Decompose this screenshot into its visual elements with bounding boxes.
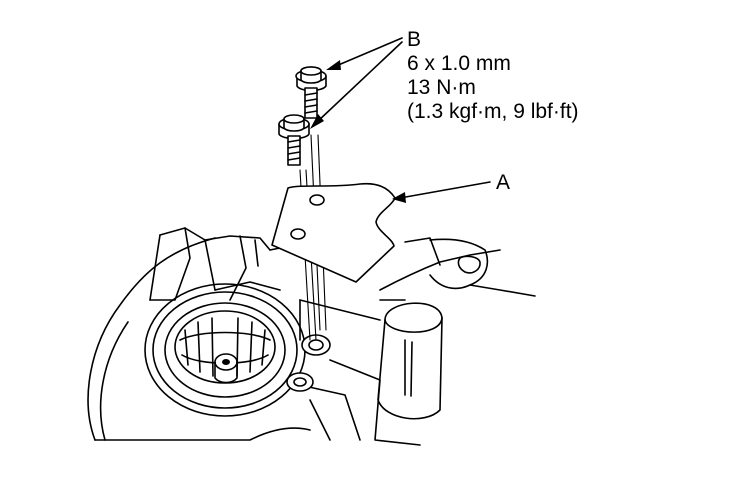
- callout-a-letter: A: [496, 171, 511, 194]
- torque-alt-spec: (1.3 kgf·m, 9 lbf·ft): [407, 100, 579, 123]
- callout-b-letter: B: [407, 28, 422, 51]
- bolt-size-spec: 6 x 1.0 mm: [407, 52, 511, 75]
- transmission-housing-icon: [87, 227, 536, 446]
- flange-bolt-icon: [278, 66, 327, 166]
- bracket-plate-icon: [271, 182, 396, 283]
- torque-spec: 13 N·m: [407, 76, 476, 99]
- leader-arrows: [310, 37, 491, 203]
